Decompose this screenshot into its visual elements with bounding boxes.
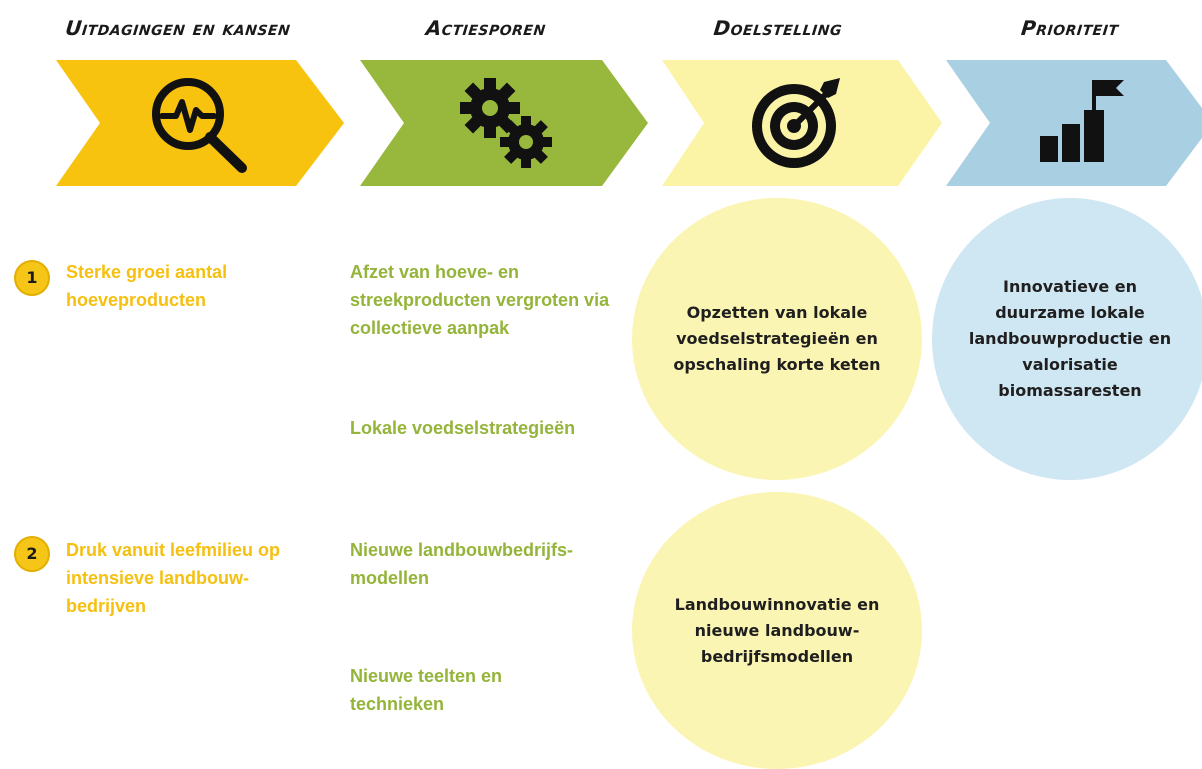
challenge-text: Sterke groei aantal hoeveproducten — [66, 262, 228, 310]
chevron-priority — [946, 60, 1202, 186]
action-track: Afzet van hoeve- en streekproducten verg… — [350, 262, 610, 338]
gears-icon — [456, 74, 556, 178]
header-actions: Actiesporen — [424, 16, 548, 40]
goal-circle: Opzetten van lokale voedselstrategieën e… — [632, 198, 922, 480]
goal-text: Opzetten van lokale voedselstrategieën e… — [673, 303, 881, 374]
action-track: Lokale voedselstrategieën — [350, 418, 576, 438]
challenge-number-badge: 2 — [14, 536, 50, 572]
challenge-text: Druk vanuit leefmilieu op intensieve lan… — [66, 540, 281, 616]
magnifier-pulse-icon — [150, 74, 250, 178]
chevron-challenges — [56, 60, 346, 186]
priority-circle: Innovatieve en duurzame lokale landbouwp… — [932, 198, 1202, 480]
header-challenges: Uitdagingen en kansen — [64, 16, 292, 40]
bar-chart-flag-icon — [1036, 74, 1136, 178]
action-track: Nieuwe landbouwbedrijfs-modellen — [350, 540, 574, 588]
header-goal: Doelstelling — [712, 16, 844, 40]
target-arrow-icon — [748, 74, 848, 178]
header-priority: Prioriteit — [1020, 16, 1120, 40]
challenge-number-badge: 1 — [14, 260, 50, 296]
priority-text: Innovatieve en duurzame lokale landbouwp… — [968, 277, 1172, 400]
goal-text: Landbouwinnovatie en nieuwe landbouw-bed… — [674, 594, 880, 666]
action-track: Nieuwe teelten en technieken — [350, 666, 503, 714]
goal-circle: Landbouwinnovatie en nieuwe landbouw-bed… — [632, 492, 922, 769]
